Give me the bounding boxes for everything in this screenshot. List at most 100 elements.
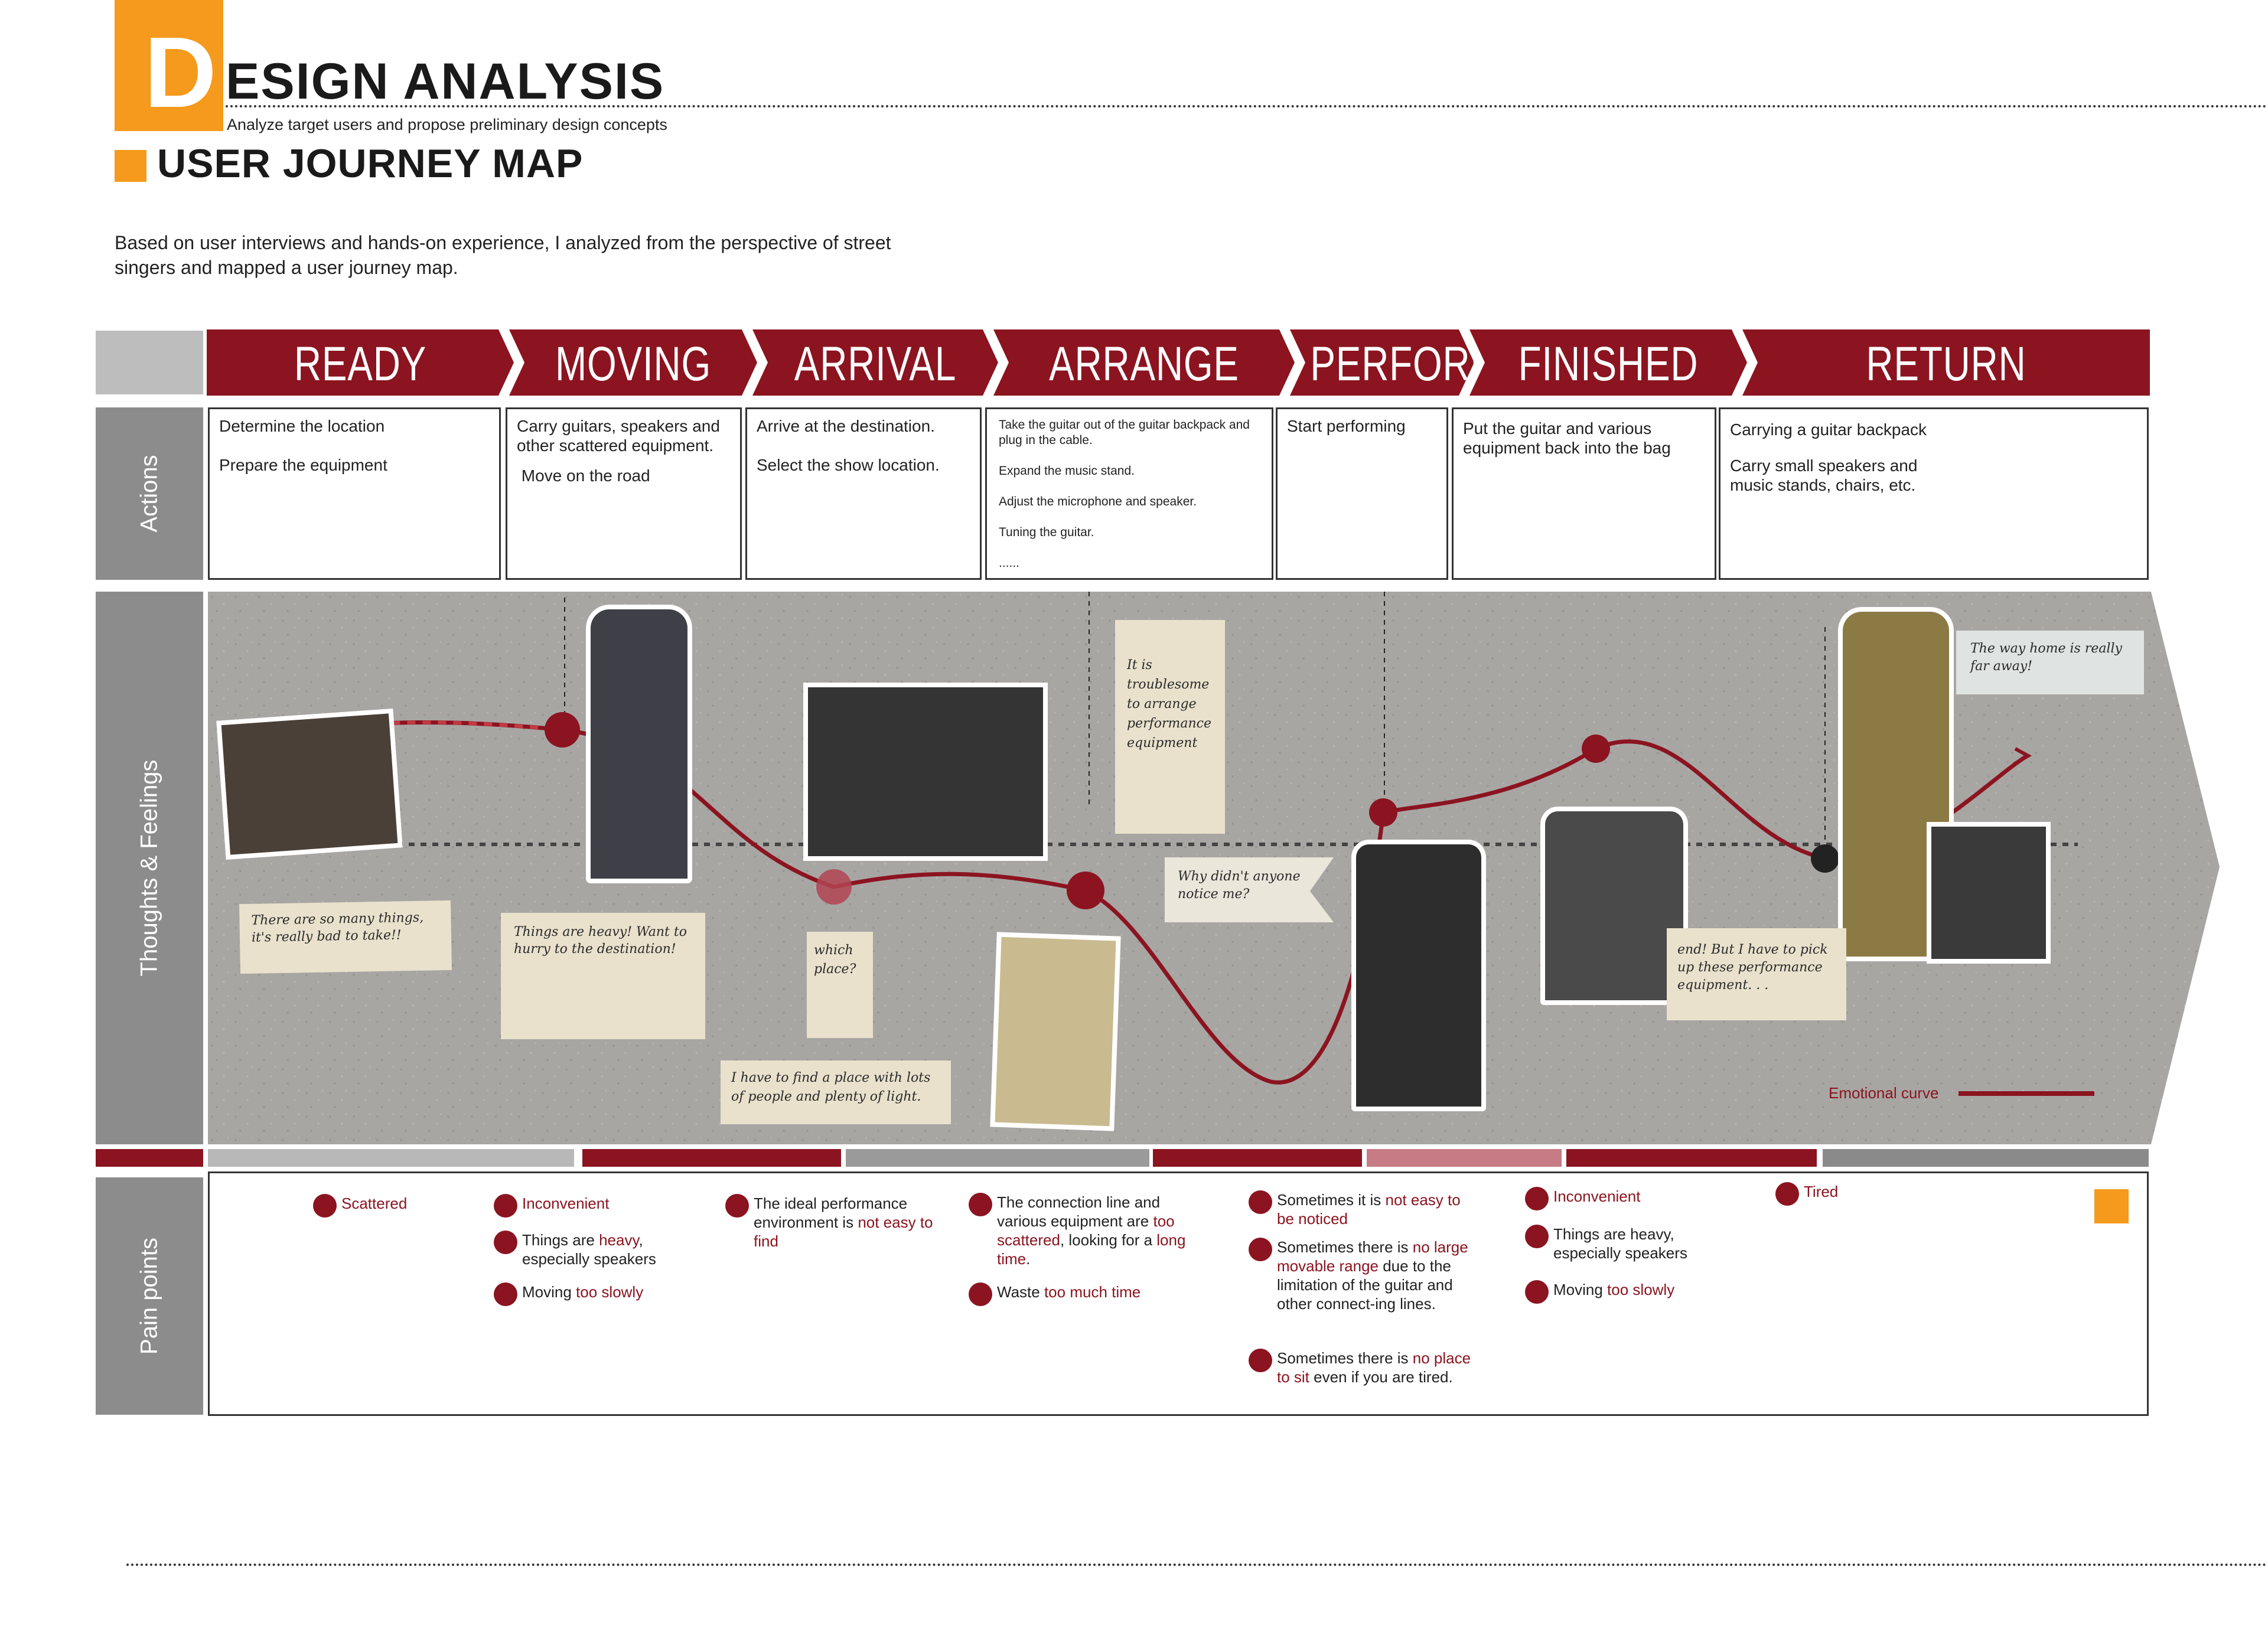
thoughts-panel: There are so many things, it's really ba… — [208, 592, 2220, 1144]
section-title: USER JOURNEY MAP — [157, 141, 584, 186]
note-arrival-place: I have to find a place with lots of peop… — [721, 1060, 951, 1124]
pain-point-text: Moving too slowly — [522, 1283, 644, 1301]
pain-corner-marker-icon — [2094, 1189, 2129, 1223]
emotion-point — [545, 712, 580, 748]
stage-label: RETURN — [1866, 337, 2026, 391]
action-item: Prepare the equipment — [219, 456, 387, 474]
note-ready: There are so many things, it's really ba… — [239, 900, 452, 974]
stage-finished: FINISHED — [1469, 329, 1747, 396]
pain-point-text: Things are heavy, especially speakers — [1553, 1225, 1687, 1262]
note-arrange: It is troublesome to arrange performance… — [1115, 620, 1225, 834]
pain-point-item: Inconvenient — [1525, 1187, 1738, 1210]
action-item: Determine the location — [219, 417, 385, 435]
pain-bullet-icon — [1775, 1182, 1799, 1206]
stage-label: READY — [294, 337, 427, 391]
action-cell-return: Carrying a guitar backpack Carry small s… — [1719, 407, 2149, 580]
pain-point-item: Tired — [1775, 1182, 1905, 1206]
pain-point-text: Waste too much time — [997, 1283, 1141, 1301]
action-cell-finished: Put the guitar and various equipment bac… — [1452, 407, 1716, 580]
stage-label: ARRANGE — [1049, 337, 1239, 391]
pain-bullet-icon — [1249, 1190, 1272, 1214]
note-moving: Things are heavy! Want to hurry to the d… — [501, 913, 705, 1039]
pain-point-text: Tired — [1804, 1183, 1839, 1200]
pain-point-text: Scattered — [341, 1195, 408, 1212]
emotion-point — [1582, 735, 1610, 763]
action-item: Carrying a guitar backpack — [1730, 420, 1927, 439]
speaker-cart-photo — [1927, 822, 2051, 964]
strip-segment — [1823, 1149, 2149, 1167]
pain-bullet-icon — [1525, 1225, 1549, 1248]
stage-moving: MOVING — [509, 329, 757, 396]
row-label-actions-text: Actions — [136, 455, 162, 533]
emotion-point — [1369, 798, 1397, 827]
pain-point-item: The ideal performance environment is not… — [725, 1194, 956, 1251]
stage-label: FINISHED — [1518, 337, 1699, 391]
legend-label: Emotional curve — [1829, 1084, 1939, 1102]
pain-bullet-icon — [494, 1194, 517, 1218]
stage-perform: PERFORM — [1290, 329, 1474, 396]
action-item: Carry small speakers and music stands, c… — [1730, 456, 1918, 494]
action-item: Take the guitar out of the guitar backpa… — [999, 418, 1250, 447]
note-arrival: which place? — [807, 932, 873, 1038]
action-item: Carry guitars, speakers and other scatte… — [517, 417, 720, 455]
pain-point-item: Waste too much time — [969, 1282, 1205, 1306]
pain-point-text: Sometimes it is not easy to be noticed — [1277, 1191, 1461, 1228]
bubble-perform: Why didn't anyone notice me? — [1165, 857, 1334, 922]
pain-bullet-icon — [1525, 1187, 1549, 1210]
action-item: Put the guitar and various equipment bac… — [1463, 419, 1671, 457]
pain-point-item: Moving too slowly — [1525, 1280, 1738, 1304]
stage-arrange: ARRANGE — [993, 329, 1295, 396]
emotion-point — [816, 869, 852, 905]
intro-text: Based on user interviews and hands-on ex… — [115, 232, 891, 278]
pain-point-text: Inconvenient — [522, 1195, 610, 1212]
pain-point-item: Sometimes there is no large movable rang… — [1249, 1238, 1479, 1313]
row-label-pain-text: Pain points — [136, 1238, 162, 1355]
bottom-divider — [126, 1564, 2268, 1566]
singer-carrying-photo — [586, 605, 692, 883]
pain-point-item: Things are heavy, especially speakers — [494, 1231, 689, 1268]
strip-segment — [96, 1149, 203, 1167]
pain-bullet-icon — [725, 1194, 749, 1218]
pain-point-item: Sometimes it is not easy to be noticed — [1249, 1190, 1479, 1228]
stage-return: RETURN — [1742, 329, 2150, 396]
pain-point-item: Moving too slowly — [494, 1282, 689, 1306]
action-item: Start performing — [1287, 417, 1406, 435]
stage-arrival: ARRIVAL — [752, 329, 998, 396]
action-cell-arrival: Arrive at the destination. Select the sh… — [745, 407, 982, 580]
pain-point-item: The connection line and various equipmen… — [969, 1193, 1205, 1268]
curve-arrow-icon — [2013, 747, 2032, 766]
pain-bullet-icon — [313, 1194, 337, 1218]
action-cell-arrange: Take the guitar out of the guitar backpa… — [985, 407, 1273, 580]
strip-segment — [846, 1149, 1149, 1167]
action-item: Tuning the guitar. — [999, 526, 1094, 539]
pain-point-item: Things are heavy, especially speakers — [1525, 1225, 1738, 1262]
pain-bullet-icon — [1249, 1238, 1272, 1261]
strip-segment — [208, 1149, 574, 1167]
page-title: ESIGN ANALYSIS — [226, 53, 665, 110]
pain-bullet-icon — [969, 1193, 992, 1216]
strip-segment — [582, 1149, 841, 1167]
action-item: ...... — [999, 556, 1020, 570]
performing-singer-photo — [1351, 840, 1486, 1111]
stage-label: PERFORM — [1310, 337, 1503, 391]
pain-point-text: Sometimes there is no large movable rang… — [1277, 1238, 1468, 1313]
pain-point-text: Inconvenient — [1553, 1187, 1641, 1205]
row-label-thoughts: Thoughts & Feelings — [96, 592, 203, 1144]
pain-bullet-icon — [1249, 1349, 1272, 1372]
pain-point-item: Inconvenient — [494, 1194, 689, 1218]
strip-segment — [1367, 1149, 1562, 1167]
pain-point-text: Moving too slowly — [1553, 1281, 1675, 1298]
pain-point-item: Sometimes there is no place to sit even … — [1249, 1349, 1479, 1386]
emotion-point — [1811, 844, 1839, 873]
pain-points-box — [208, 1171, 2149, 1416]
action-item: Adjust the microphone and speaker. — [999, 495, 1197, 508]
action-item: Expand the music stand. — [999, 464, 1135, 478]
pain-point-text: Sometimes there is no place to sit even … — [1277, 1349, 1471, 1386]
arrange-equipment-photo — [990, 932, 1121, 1131]
action-cell-perform: Start performing — [1276, 407, 1448, 580]
arrival-street-photo — [803, 683, 1048, 861]
note-finished: end! But I have to pick up these perform… — [1667, 928, 1846, 1020]
row-label-pain: Pain points — [96, 1177, 203, 1415]
stage-label: ARRIVAL — [794, 337, 957, 391]
pain-bullet-icon — [969, 1282, 992, 1306]
